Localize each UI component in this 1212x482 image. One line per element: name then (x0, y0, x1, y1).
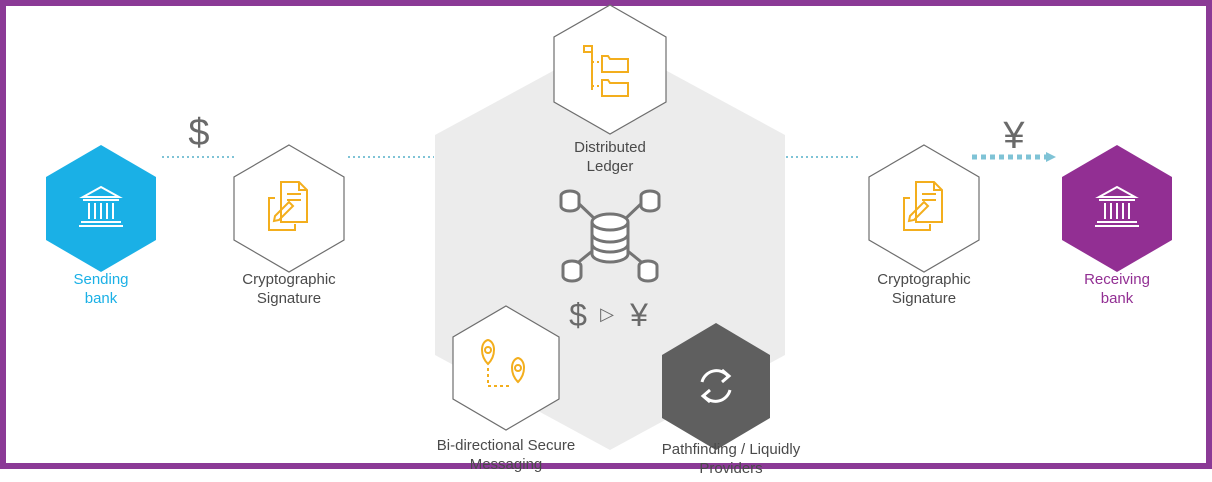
bank-icon (79, 185, 123, 227)
connector-crypto-to-receiving (972, 152, 1056, 162)
document-pen-icon (268, 181, 308, 231)
ledger-label-line2: Ledger (586, 158, 634, 175)
receiving-bank-label: Receiving bank (1067, 270, 1167, 308)
transfer-arrow-icon: ▷ (600, 304, 614, 325)
distributed-ledger-label: Distributed Ledger (535, 138, 685, 176)
dollar-symbol-left: $ (188, 112, 209, 154)
map-pin-route-icon (481, 338, 525, 387)
crypto-right-label-line2: Signature (891, 290, 957, 307)
receiving-bank-label-line2: bank (1100, 290, 1134, 307)
yen-symbol-right: ¥ (1002, 115, 1025, 157)
crypto-left-label-line2: Signature (256, 290, 322, 307)
sending-bank-label-line2: bank (84, 290, 118, 307)
messaging-label-line2: Messaging (469, 456, 543, 473)
crypto-signature-right-node (868, 144, 980, 273)
crypto-signature-right-label: Cryptographic Signature (849, 270, 999, 308)
pathfinding-label: Pathfinding / Liquidly Providers (621, 440, 841, 478)
crypto-signature-left-label: Cryptographic Signature (214, 270, 364, 308)
outer-frame (0, 0, 1212, 469)
receiving-bank-node (1062, 145, 1172, 272)
receiving-bank-label-line1: Receiving (1084, 271, 1150, 288)
refresh-icon (700, 368, 732, 404)
crypto-right-label-line1: Cryptographic (877, 271, 971, 288)
crypto-left-label-line1: Cryptographic (242, 271, 336, 288)
crypto-signature-left-node (233, 144, 345, 273)
dollar-symbol-center: $ (569, 297, 587, 333)
folder-tree-icon (583, 45, 629, 97)
database-network-icon (559, 189, 661, 283)
sending-bank-label: Sending bank (51, 270, 151, 308)
sending-bank-node (46, 145, 156, 272)
messaging-label-line1: Bi-directional Secure (436, 437, 576, 454)
pathfinding-label-line2: Providers (699, 460, 763, 477)
secure-messaging-label: Bi-directional Secure Messaging (396, 436, 616, 474)
secure-messaging-node (452, 305, 560, 431)
distributed-ledger-node (553, 4, 667, 135)
bank-icon (1095, 185, 1139, 227)
yen-symbol-center: ¥ (629, 297, 648, 333)
sending-bank-label-line1: Sending (73, 271, 129, 288)
pathfinding-node (662, 323, 770, 450)
pathfinding-label-line1: Pathfinding / Liquidly (661, 441, 801, 458)
document-pen-icon (903, 181, 943, 231)
ledger-label-line1: Distributed (574, 139, 646, 156)
